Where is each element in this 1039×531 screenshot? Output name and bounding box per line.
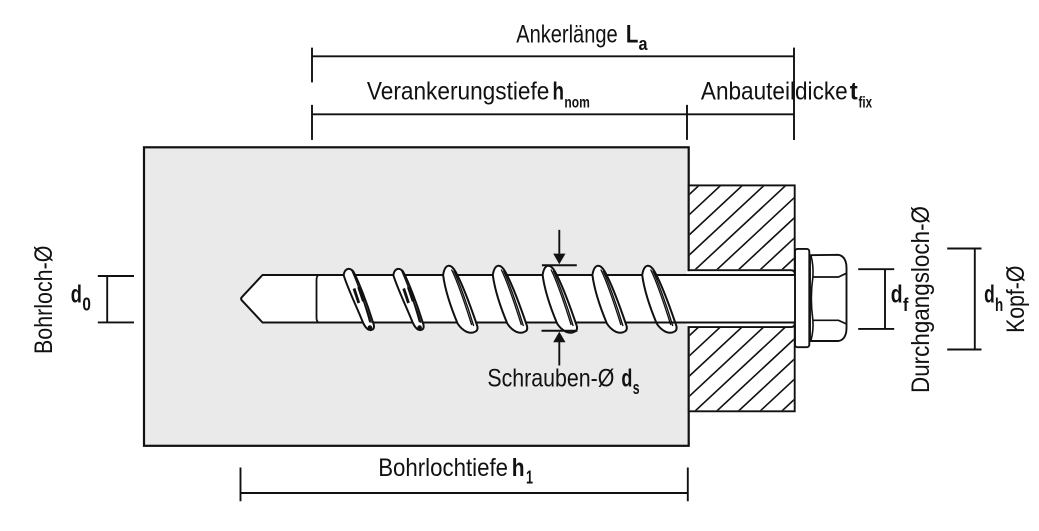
svg-text:Bohrloch-Ø: Bohrloch-Ø	[30, 246, 58, 354]
svg-text:a: a	[639, 34, 649, 54]
svg-text:d: d	[984, 281, 995, 309]
svg-text:Schrauben-Ø: Schrauben-Ø	[487, 365, 614, 393]
svg-text:Durchgangsloch-Ø: Durchgangsloch-Ø	[907, 206, 935, 393]
svg-text:Kopf-Ø: Kopf-Ø	[1002, 266, 1030, 333]
svg-text:d: d	[621, 365, 632, 393]
svg-text:h: h	[995, 295, 1003, 315]
svg-text:Ankerlänge: Ankerlänge	[516, 20, 618, 48]
svg-text:h: h	[553, 78, 565, 106]
svg-text:t: t	[850, 78, 859, 106]
svg-text:d: d	[891, 281, 903, 309]
svg-text:s: s	[633, 378, 640, 398]
svg-text:fix: fix	[859, 94, 873, 111]
svg-text:L: L	[626, 20, 639, 48]
svg-text:Verankerungstiefe: Verankerungstiefe	[367, 78, 550, 106]
svg-text:Anbauteildicke: Anbauteildicke	[701, 78, 848, 106]
svg-text:d: d	[71, 281, 82, 309]
svg-text:f: f	[903, 295, 909, 315]
svg-text:Bohrlochtiefe: Bohrlochtiefe	[378, 454, 508, 482]
svg-text:h: h	[512, 454, 525, 482]
svg-text:1: 1	[526, 468, 533, 488]
svg-text:nom: nom	[564, 94, 589, 111]
svg-text:0: 0	[82, 295, 91, 315]
